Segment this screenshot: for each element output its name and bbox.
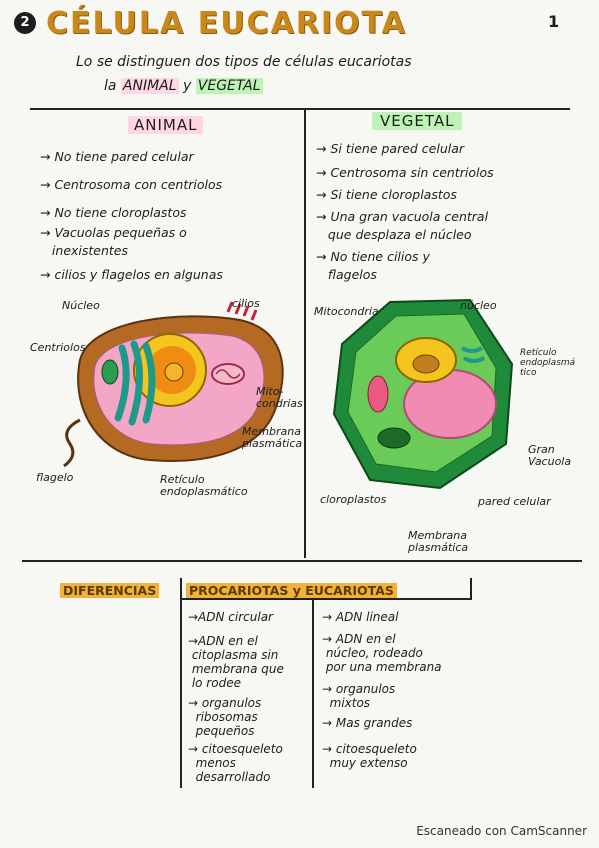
table-cell: →ADN circular — [188, 610, 273, 624]
label-vacuola: Gran Vacuola — [528, 443, 572, 468]
intro-line-1: Lo se distinguen dos tipos de células eu… — [76, 54, 412, 70]
list-item: → No tiene pared celular — [40, 149, 194, 164]
table-left-border — [180, 578, 182, 788]
table-middle-border — [312, 600, 314, 788]
label-cloroplastos: cloroplastos — [320, 493, 387, 506]
divider-top — [30, 108, 570, 110]
table-cell: → ADN en el núcleo, rodeado por una memb… — [322, 632, 442, 674]
differences-title: PROCARIOTAS y EUCARIOTAS — [186, 583, 397, 598]
vegetal-heading: VEGETAL — [372, 112, 463, 130]
divider-bottom — [22, 560, 582, 562]
list-item: → No tiene cloroplastos — [40, 205, 187, 220]
list-item: → Si tiene pared celular — [316, 141, 465, 156]
list-item: → No tiene cilios y flagelos — [316, 249, 430, 282]
list-item: → Si tiene cloroplastos — [316, 187, 457, 202]
table-cell: → citoesqueleto muy extenso — [322, 742, 417, 770]
label-membrana-animal: Membrana plasmática — [242, 425, 303, 450]
label-membrana-vegetal: Membrana plasmática — [408, 529, 469, 554]
label-nucleo: Núcleo — [62, 299, 100, 312]
table-cell: → organulos ribosomas pequeños — [188, 696, 262, 738]
page-number: 1 — [548, 12, 560, 31]
list-item: → Centrosoma sin centriolos — [316, 165, 494, 180]
intro-vegetal: VEGETAL — [195, 78, 263, 94]
list-item: → Una gran vacuola central que desplaza … — [316, 209, 489, 242]
label-mitocondrias: Mito- condrias — [256, 385, 303, 410]
differences-tag: DIFERENCIAS — [60, 583, 160, 598]
label-nucleo-vegetal: núcleo — [460, 299, 497, 312]
animal-heading: ANIMAL — [128, 116, 204, 134]
plant-cell-diagram — [332, 298, 514, 490]
label-mitocondria: Mitocondria — [314, 305, 379, 318]
scanner-footer: Escaneado con CamScanner — [416, 824, 587, 838]
table-cell: → ADN lineal — [322, 610, 399, 624]
table-top-border — [180, 598, 470, 600]
intro-line-2: la ANIMAL y VEGETAL — [104, 78, 263, 94]
label-reticulo-vegetal: Retículo endoplasmá tico — [520, 348, 576, 378]
label-flagelo: flagelo — [36, 471, 74, 484]
list-item: → Vacuolas pequeñas o inexistentes — [40, 225, 187, 258]
table-cell: → citoesqueleto menos desarrollado — [188, 742, 283, 784]
label-centriolos: Centriolos — [30, 341, 86, 354]
table-cell: →ADN en el citoplasma sin membrana que l… — [188, 634, 284, 690]
list-item: → cilios y flagelos en algunas — [40, 267, 223, 282]
intro-animal: ANIMAL — [120, 78, 179, 94]
label-reticulo-animal: Retículo endoplasmático — [160, 473, 248, 498]
intro-prefix: la — [104, 78, 117, 94]
list-item: → Centrosoma con centriolos — [40, 177, 223, 192]
table-cell: → organulos mixtos — [322, 682, 396, 710]
label-cilios: cilios — [232, 297, 260, 310]
label-pared: pared celular — [478, 495, 551, 508]
section-number: 2 — [14, 12, 36, 34]
animal-cell-diagram — [63, 301, 284, 468]
divider-vertical — [304, 108, 306, 558]
table-right-border — [470, 578, 472, 600]
table-cell: → Mas grandes — [322, 716, 413, 730]
intro-and: y — [183, 78, 192, 94]
page-title: CÉLULA EUCARIOTA — [46, 6, 407, 41]
